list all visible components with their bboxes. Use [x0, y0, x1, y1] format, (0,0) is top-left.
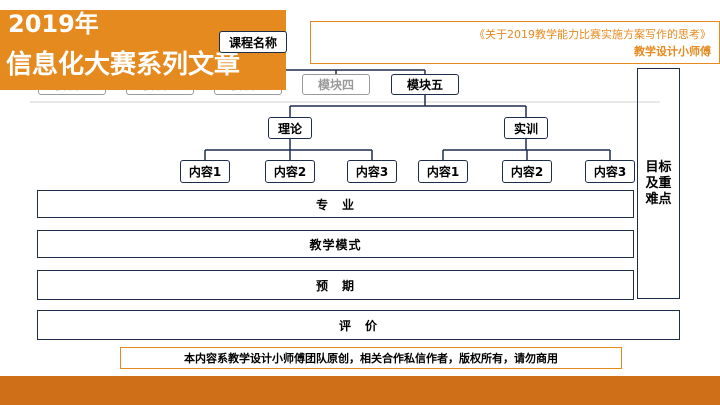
content-label: 内容2	[510, 165, 544, 179]
banner-title: 信息化大赛系列文章	[6, 50, 241, 80]
bar-label: 预 期	[315, 278, 355, 293]
practice-content-1: 内容1	[418, 160, 468, 183]
practice-content-2: 内容2	[502, 160, 552, 183]
course-name-box: 课程名称	[219, 31, 287, 53]
content-label: 内容2	[273, 165, 307, 179]
module-box-4: 模块四	[302, 74, 370, 95]
bar-label: 专 业	[315, 197, 355, 212]
banner-year: 2019年	[8, 10, 99, 38]
quote-text: 《关于2019教学能力比赛实施方案写作的思考》	[474, 28, 711, 41]
theory-content-3: 内容3	[347, 160, 397, 183]
practice-content-3: 内容3	[585, 160, 635, 183]
content-label: 内容3	[355, 165, 389, 179]
bar-major: 专 业	[37, 190, 634, 218]
source-quote-box: 《关于2019教学能力比赛实施方案写作的思考》 教学设计小师傅	[310, 21, 720, 64]
module-label: 模块五	[406, 78, 443, 92]
bar-teaching-mode: 教学模式	[37, 230, 634, 258]
content-label: 内容1	[426, 165, 460, 179]
module-box-5: 模块五	[391, 74, 459, 95]
copyright-text: 本内容系教学设计小师傅团队原创，相关合作私信作者，版权所有，请勿商用	[184, 352, 558, 365]
course-name-label: 课程名称	[228, 35, 277, 50]
bar-evaluation: 评 价	[37, 310, 680, 340]
goals-key-points-box: 目标及重难点	[637, 68, 680, 299]
bar-label: 教学模式	[309, 237, 362, 252]
branch-practice: 实训	[504, 117, 548, 139]
theory-content-1: 内容1	[180, 160, 230, 183]
branch-label: 实训	[513, 121, 538, 136]
branch-label: 理论	[277, 121, 302, 136]
footer-bar	[0, 376, 720, 405]
bar-expectation: 预 期	[37, 270, 634, 300]
side-label: 目标及重难点	[645, 159, 672, 207]
quote-author: 教学设计小师傅	[634, 45, 711, 58]
content-label: 内容1	[188, 165, 222, 179]
theory-content-2: 内容2	[265, 160, 315, 183]
bar-label: 评 价	[338, 318, 378, 333]
module-label: 模块四	[317, 78, 354, 92]
copyright-note: 本内容系教学设计小师傅团队原创，相关合作私信作者，版权所有，请勿商用	[120, 347, 622, 369]
content-label: 内容3	[593, 165, 627, 179]
branch-theory: 理论	[268, 117, 312, 139]
